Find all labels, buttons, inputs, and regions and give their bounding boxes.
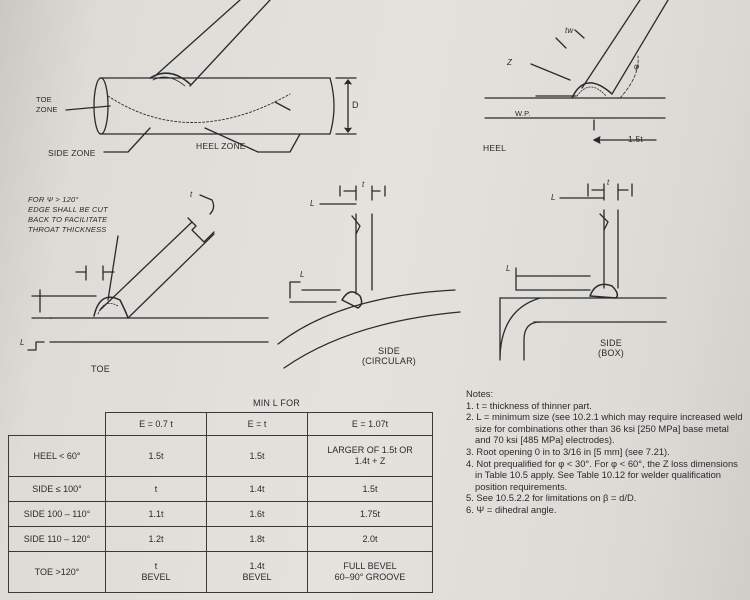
toe-zone-label: TOE ZONE: [36, 95, 58, 114]
table-cell: FULL BEVEL 60–90° GROOVE: [307, 551, 433, 593]
side-circ-t-label: t: [362, 180, 365, 189]
note-item: 5. See 10.5.2.2 for limitations on β = d…: [466, 492, 637, 504]
table-cell: 1.5t: [206, 435, 308, 477]
table-row: TOE >120° t BEVEL 1.4t BEVEL FULL BEVEL …: [8, 551, 433, 593]
note-item: 4. Not prequalified for φ < 30°. For φ <…: [466, 457, 738, 492]
side-circ-l2-label: L: [300, 270, 305, 279]
table-cell: 1.4t: [206, 476, 308, 502]
table-title: MIN L FOR: [253, 398, 300, 408]
toe-edge-note: FOR Ψ > 120° EDGE SHALL BE CUT BACK TO F…: [28, 195, 108, 234]
note-item: 6. Ψ = dihedral angle.: [466, 503, 557, 515]
table-cell: 1.2t: [105, 526, 207, 552]
table-cell: 1.75t: [307, 501, 433, 527]
note-item: 1. t = thickness of thinner part.: [466, 399, 592, 411]
table-cell: 1.5t: [105, 435, 207, 477]
toe-l-label: L: [20, 338, 25, 347]
row-label: TOE >120°: [8, 551, 106, 593]
table-header: E = 1.07t: [307, 412, 433, 436]
table-cell: 1.5t: [307, 476, 433, 502]
side-circ-l-label: L: [310, 199, 315, 208]
heel-label: HEEL: [483, 143, 507, 153]
table-row: SIDE 110 – 120° 1.2t 1.8t 2.0t: [8, 526, 433, 552]
pipe-joint-drawing: [65, 0, 357, 153]
table-row: SIDE 100 – 110° 1.1t 1.6t 1.75t: [8, 501, 433, 527]
side-box-caption: SIDE (BOX): [598, 338, 625, 358]
note-item: 3. Root opening 0 in to 3/16 in [5 mm] (…: [466, 445, 670, 457]
table-cell: t BEVEL: [105, 551, 207, 593]
table-cell: 1.6t: [206, 501, 308, 527]
side-box-l2-label: L: [506, 264, 511, 273]
side-box-t-label: t: [607, 178, 610, 187]
side-zone-label: SIDE ZONE: [48, 148, 96, 158]
side-circular-drawing: [277, 185, 461, 369]
table-cell: 2.0t: [307, 526, 433, 552]
phi-label: φ: [634, 62, 640, 71]
min-l-table: E = 0.7 t E = t E = 1.07t HEEL < 60° 1.5…: [8, 412, 433, 593]
table-row: HEEL < 60° 1.5t 1.5t LARGER OF 1.5t OR 1…: [8, 435, 433, 477]
table-cell: t: [105, 476, 207, 502]
z-label: Z: [507, 58, 513, 67]
notes-title: Notes:: [466, 388, 494, 399]
row-label: SIDE 100 – 110°: [8, 501, 106, 527]
notes-section: Notes: 1. t = thickness of thinner part.…: [466, 388, 743, 516]
side-box-l-label: L: [551, 193, 556, 202]
heel-detail-drawing: [484, 0, 669, 144]
table-cell: 1.8t: [206, 526, 308, 552]
table-row: SIDE ≤ 100° t 1.4t 1.5t: [8, 476, 433, 502]
table-header-row: E = 0.7 t E = t E = 1.07t: [9, 412, 433, 436]
wp-label: W.P.: [515, 109, 531, 118]
toe-caption: TOE: [91, 364, 110, 374]
heel-1-5t-label: 1.5t: [628, 134, 643, 144]
table-cell: LARGER OF 1.5t OR 1.4t + Z: [307, 435, 433, 477]
table-cell: 1.4t BEVEL: [206, 551, 308, 593]
side-circular-caption: SIDE (CIRCULAR): [362, 346, 417, 366]
row-label: SIDE ≤ 100°: [8, 476, 106, 502]
table-header: E = 0.7 t: [105, 412, 207, 436]
toe-detail-drawing: [27, 194, 269, 351]
heel-zone-label: HEEL ZONE: [196, 141, 246, 151]
toe-t-label: t: [190, 190, 193, 199]
table-header: E = t: [206, 412, 308, 436]
row-label: HEEL < 60°: [8, 435, 106, 477]
tw-label: tw: [565, 26, 574, 35]
table-cell: 1.1t: [105, 501, 207, 527]
side-box-drawing: [499, 183, 667, 361]
d-dimension-label: D: [352, 100, 359, 110]
row-label: SIDE 110 – 120°: [8, 526, 106, 552]
note-item: 2. L = minimum size (see 10.2.1 which ma…: [466, 411, 743, 446]
